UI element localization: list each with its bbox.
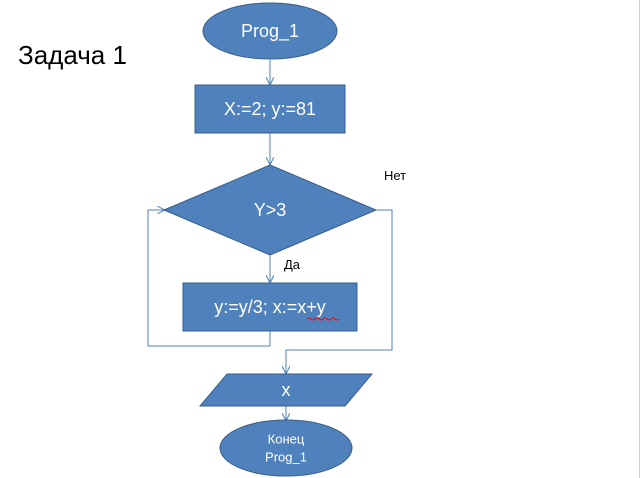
start-label: Prog_1 xyxy=(241,21,299,42)
spellcheck-underline xyxy=(306,317,340,321)
start-terminator: Prog_1 xyxy=(202,2,338,60)
connector-no-branch xyxy=(286,209,393,373)
end-label-line2: Prog_1 xyxy=(265,449,307,464)
condition-label: Y>3 xyxy=(254,200,287,220)
body-process: y:=y/3; x:=x+y xyxy=(182,282,358,332)
no-branch-label: Нет xyxy=(384,168,407,183)
end-label-line1: Конец xyxy=(268,431,305,446)
slide-title: Задача 1 xyxy=(18,40,127,70)
end-terminator: Конец Prog_1 xyxy=(219,419,353,477)
connector-loop-back xyxy=(147,210,271,347)
output-label: x xyxy=(282,380,291,400)
yes-branch-label: Да xyxy=(284,257,301,272)
condition-decision: Y>3 xyxy=(162,164,378,256)
body-label: y:=y/3; x:=x+y xyxy=(214,297,326,317)
init-label: X:=2; y:=81 xyxy=(224,99,316,119)
output-io: x xyxy=(198,373,374,407)
init-process: X:=2; y:=81 xyxy=(194,84,346,134)
